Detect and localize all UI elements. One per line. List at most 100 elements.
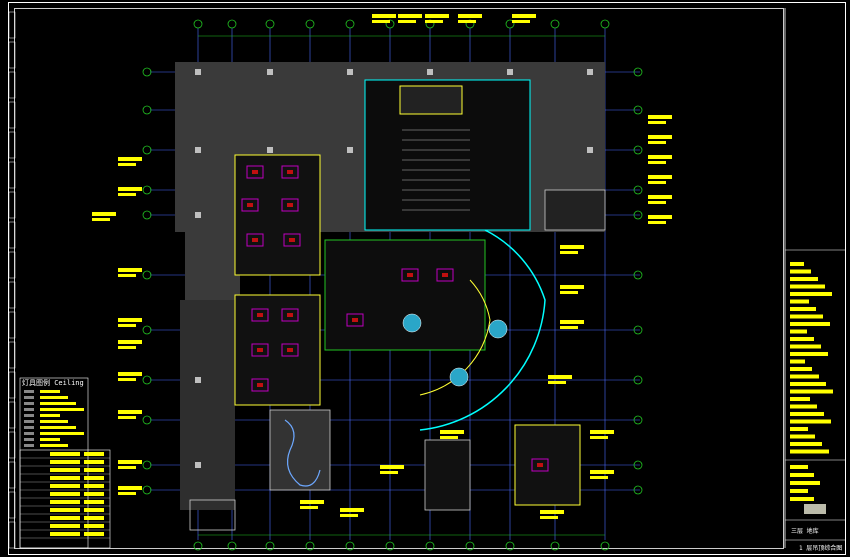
legend-label <box>40 390 60 393</box>
annotation-tag <box>648 175 672 179</box>
binding-cell <box>8 131 16 159</box>
axis-bubble <box>142 415 152 425</box>
water-feature <box>284 419 321 487</box>
room-south-lobby <box>269 409 331 491</box>
axis-bubble <box>345 541 355 551</box>
title-block-field <box>790 337 814 341</box>
annotation-tag <box>118 372 142 376</box>
legend-symbol <box>24 408 34 411</box>
legend-label <box>40 408 84 411</box>
axis-bubble <box>633 325 643 335</box>
light-fixture <box>281 308 299 322</box>
axis-bubble <box>633 145 643 155</box>
light-fixture-core <box>257 313 263 317</box>
light-fixture-core <box>257 383 263 387</box>
title-block-field <box>790 314 823 319</box>
title-block-field <box>790 389 833 394</box>
annotation-tag <box>118 187 142 191</box>
binding-cell <box>8 371 16 399</box>
annotation-tag <box>118 340 142 344</box>
annotation-tag <box>340 514 358 517</box>
binding-cell <box>8 41 16 69</box>
logo-box <box>804 504 826 514</box>
title-block-field <box>790 359 805 364</box>
axis-bubble <box>550 19 560 29</box>
title-block-field <box>790 382 826 386</box>
title-block-field <box>790 419 831 424</box>
annotation-tag <box>560 291 578 294</box>
binding-cell <box>8 431 16 459</box>
annotation-tag <box>118 486 142 490</box>
floor-plan <box>175 62 606 531</box>
annotation-tag <box>380 465 404 469</box>
room-north-top <box>399 85 463 115</box>
title-block-field <box>790 367 812 371</box>
axis-bubble <box>142 485 152 495</box>
legend-label <box>84 516 104 520</box>
title-block-field <box>790 404 817 409</box>
light-fixture <box>281 343 299 357</box>
axis-bubble <box>633 105 643 115</box>
legend-label <box>40 414 60 417</box>
axis-bubble <box>142 210 152 220</box>
binding-cell <box>8 221 16 249</box>
title-block-field <box>790 473 814 477</box>
legend-label <box>84 524 104 528</box>
title-block-field <box>790 292 832 296</box>
legend-label <box>40 444 68 447</box>
light-fixture-core <box>537 463 543 467</box>
axis-bubble <box>265 19 275 29</box>
slab-left <box>185 230 240 300</box>
legend-label <box>50 524 80 528</box>
feature-pool-1 <box>402 313 422 333</box>
light-fixture <box>531 458 549 472</box>
title-block-field <box>790 434 815 439</box>
legend-symbol <box>24 420 34 423</box>
annotation-tag <box>340 508 364 512</box>
annotation-tag <box>648 215 672 219</box>
structural-column <box>347 69 353 75</box>
axis-bubble <box>633 210 643 220</box>
title-block-field <box>790 322 830 326</box>
title-block-field <box>790 307 816 311</box>
title-block-field <box>790 352 828 356</box>
light-fixture-core <box>442 273 448 277</box>
axis-bubble <box>600 541 610 551</box>
legend-label <box>84 460 104 464</box>
title-block-field <box>790 329 807 334</box>
slab-lower-left <box>180 300 235 510</box>
axis-bubble <box>142 460 152 470</box>
legend-label <box>50 500 80 504</box>
annotation-tag <box>118 466 136 469</box>
annotation-tag <box>92 218 110 221</box>
axis-bubble <box>550 541 560 551</box>
annotation-tag <box>560 245 584 249</box>
legend-label <box>50 460 80 464</box>
annotation-tag <box>560 320 584 324</box>
legend-label <box>40 432 84 435</box>
annotation-tag <box>648 195 672 199</box>
annotation-tag <box>118 416 136 419</box>
annotation-tag <box>648 161 666 164</box>
light-fixture <box>281 165 299 179</box>
legend-label <box>50 468 80 472</box>
annotation-tag <box>512 20 530 23</box>
legend-symbol <box>24 390 34 393</box>
legend-label <box>84 468 104 472</box>
light-fixture-core <box>287 348 293 352</box>
annotation-tag <box>590 470 614 474</box>
light-fixture-core <box>252 170 258 174</box>
title-block-field <box>790 489 808 493</box>
light-fixture <box>251 343 269 357</box>
axis-bubble <box>633 185 643 195</box>
annotation-tag <box>590 430 614 434</box>
legend-symbol <box>24 432 34 435</box>
legend-label <box>84 484 104 488</box>
light-fixture-core <box>257 348 263 352</box>
annotation-tag <box>648 141 666 144</box>
legend-label <box>40 438 60 441</box>
binding-cell <box>8 401 16 429</box>
axis-bubble <box>305 541 315 551</box>
axis-bubble <box>385 541 395 551</box>
binding-strip <box>8 11 16 549</box>
